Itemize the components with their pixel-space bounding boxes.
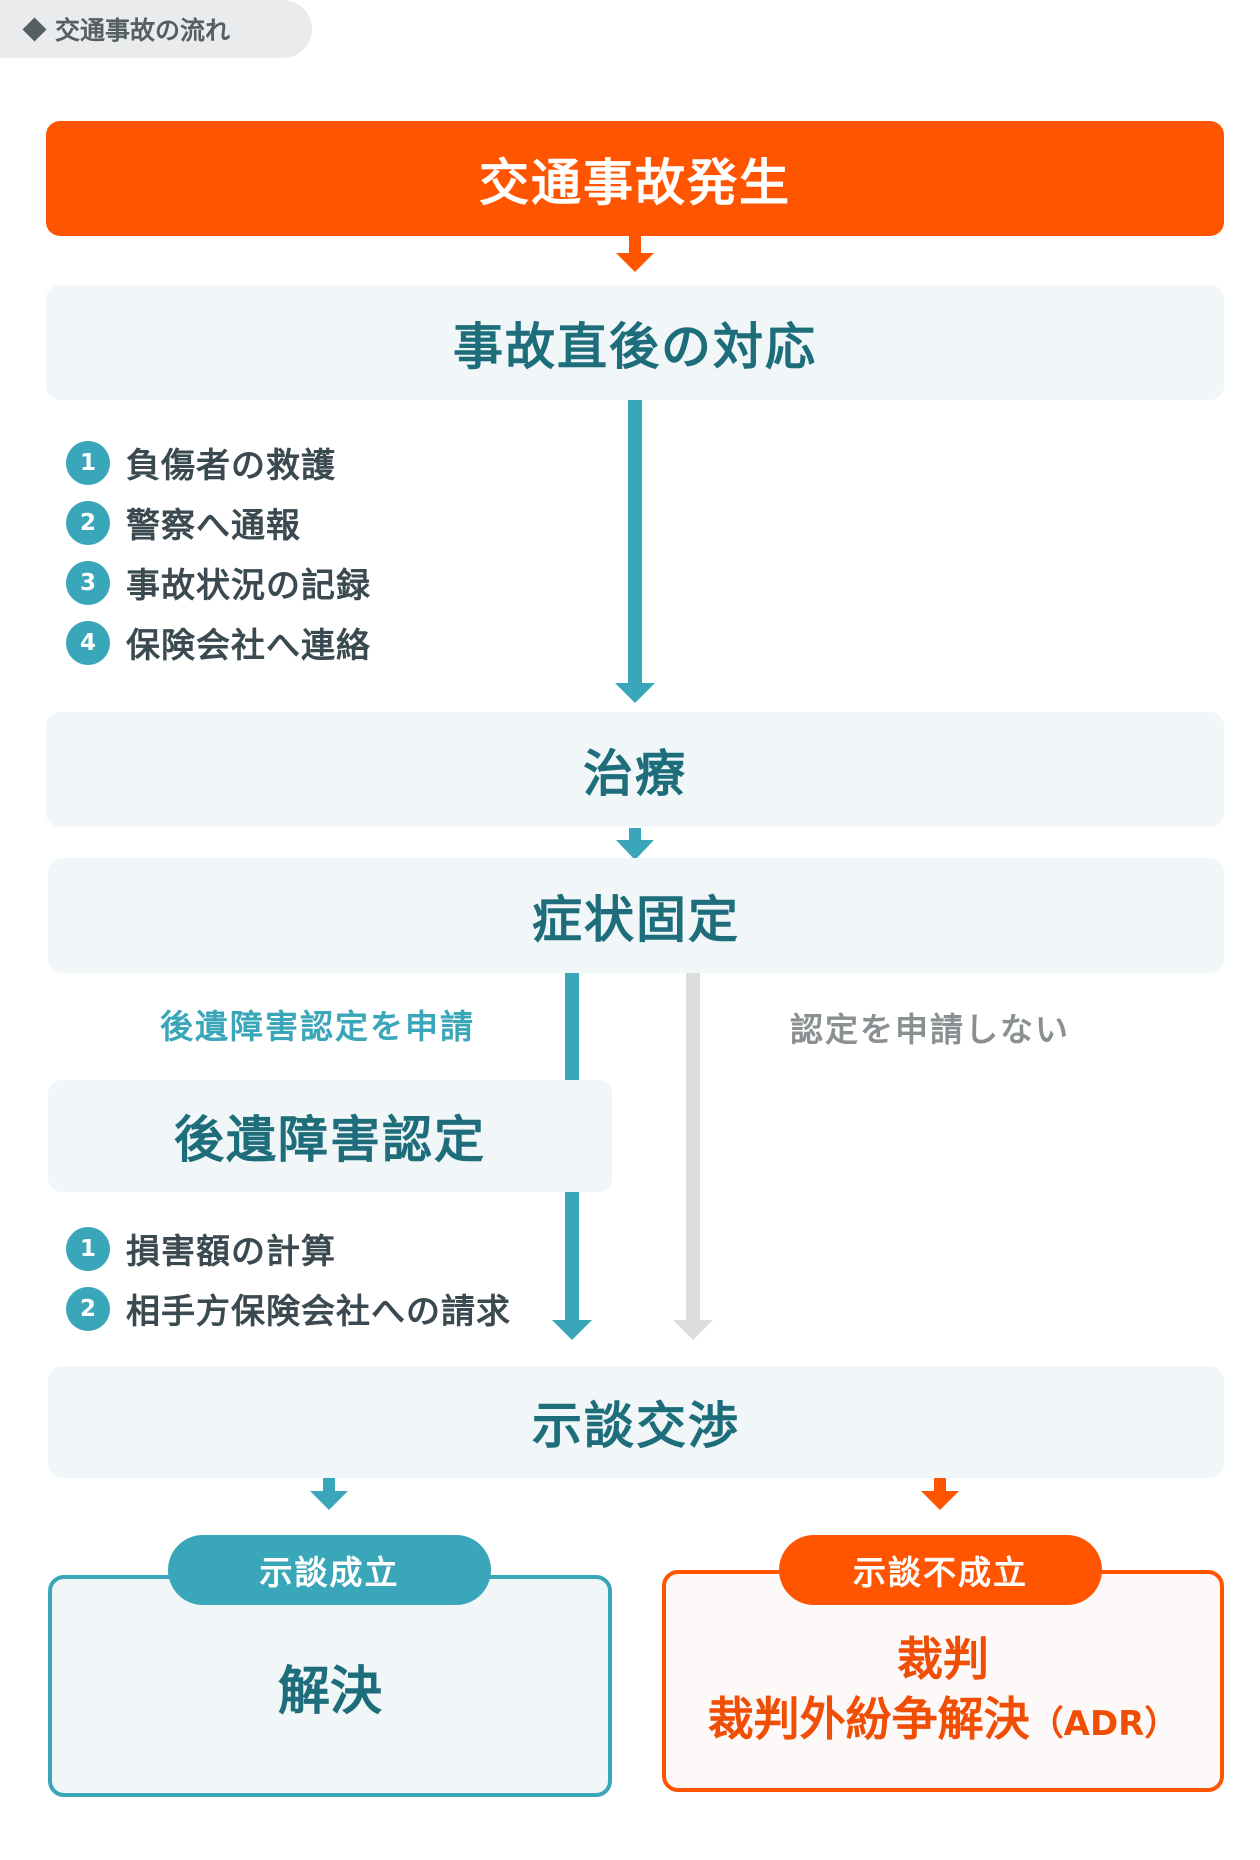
number-badge: 2 <box>66 500 110 545</box>
list-item-text: 警察へ通報 <box>126 506 301 546</box>
number-badge: 1 <box>66 440 110 485</box>
list-item-text: 損害額の計算 <box>126 1232 336 1272</box>
arrow-start-to-immediate <box>616 236 654 272</box>
list-item-text: 負傷者の救護 <box>126 446 336 486</box>
step-immediate-response: 事故直後の対応 <box>46 285 1224 400</box>
list-item: 3 事故状況の記録 <box>66 560 371 606</box>
result-resolved: 解決 <box>48 1575 612 1797</box>
arrow-symptom-to-cert <box>565 973 579 1080</box>
list-item: 4 保険会社へ連絡 <box>66 620 371 666</box>
number-badge: 3 <box>66 560 110 605</box>
result-resolved-text: 解決 <box>277 1661 382 1722</box>
list-item: 2 警察へ通報 <box>66 500 371 546</box>
list-item: 1 負傷者の救護 <box>66 440 371 486</box>
diamond-icon <box>22 16 47 42</box>
arrow-cert-to-negotiation <box>552 1192 592 1340</box>
label-apply-certification: 後遺障害認定を申請 <box>160 1007 475 1046</box>
section-title: 交通事故の流れ <box>0 0 312 58</box>
list-item: 1 損害額の計算 <box>66 1226 511 1272</box>
badge-settlement-reached: 示談成立 <box>168 1535 491 1605</box>
arrow-immediate-to-treatment <box>615 400 655 703</box>
adr-main-text: 裁判外紛争解決 <box>707 1692 1030 1746</box>
number-badge: 1 <box>66 1226 110 1271</box>
result-litigation-line2: 裁判外紛争解決（ADR） <box>708 1690 1179 1750</box>
list-item-text: 事故状況の記録 <box>126 566 371 606</box>
arrow-to-success <box>310 1478 348 1510</box>
arrow-to-failure <box>921 1478 959 1510</box>
result-litigation: 裁判 裁判外紛争解決（ADR） <box>662 1570 1224 1792</box>
arrow-not-apply <box>673 973 713 1340</box>
label-not-apply: 認定を申請しない <box>790 1010 1070 1049</box>
section-title-text: 交通事故の流れ <box>55 16 231 45</box>
list-item-text: 保険会社へ連絡 <box>126 626 371 666</box>
step-disability-certification: 後遺障害認定 <box>48 1080 612 1192</box>
step-treatment: 治療 <box>46 712 1224 827</box>
step-settlement-negotiation: 示談交渉 <box>48 1366 1224 1478</box>
step-accident-occurrence: 交通事故発生 <box>46 121 1224 236</box>
list-item-text: 相手方保険会社への請求 <box>126 1292 511 1332</box>
number-badge: 4 <box>66 620 110 665</box>
arrow-treatment-to-symptom <box>616 828 654 860</box>
adr-suffix-text: （ADR） <box>1029 1704 1179 1744</box>
result-litigation-line1: 裁判 <box>897 1632 989 1687</box>
number-badge: 2 <box>66 1286 110 1331</box>
step-symptom-fixed: 症状固定 <box>48 858 1224 973</box>
immediate-response-list: 1 負傷者の救護 2 警察へ通報 3 事故状況の記録 4 保険会社へ連絡 <box>66 440 371 666</box>
disability-certification-list: 1 損害額の計算 2 相手方保険会社への請求 <box>66 1226 511 1332</box>
badge-settlement-failed: 示談不成立 <box>779 1535 1102 1605</box>
list-item: 2 相手方保険会社への請求 <box>66 1286 511 1332</box>
